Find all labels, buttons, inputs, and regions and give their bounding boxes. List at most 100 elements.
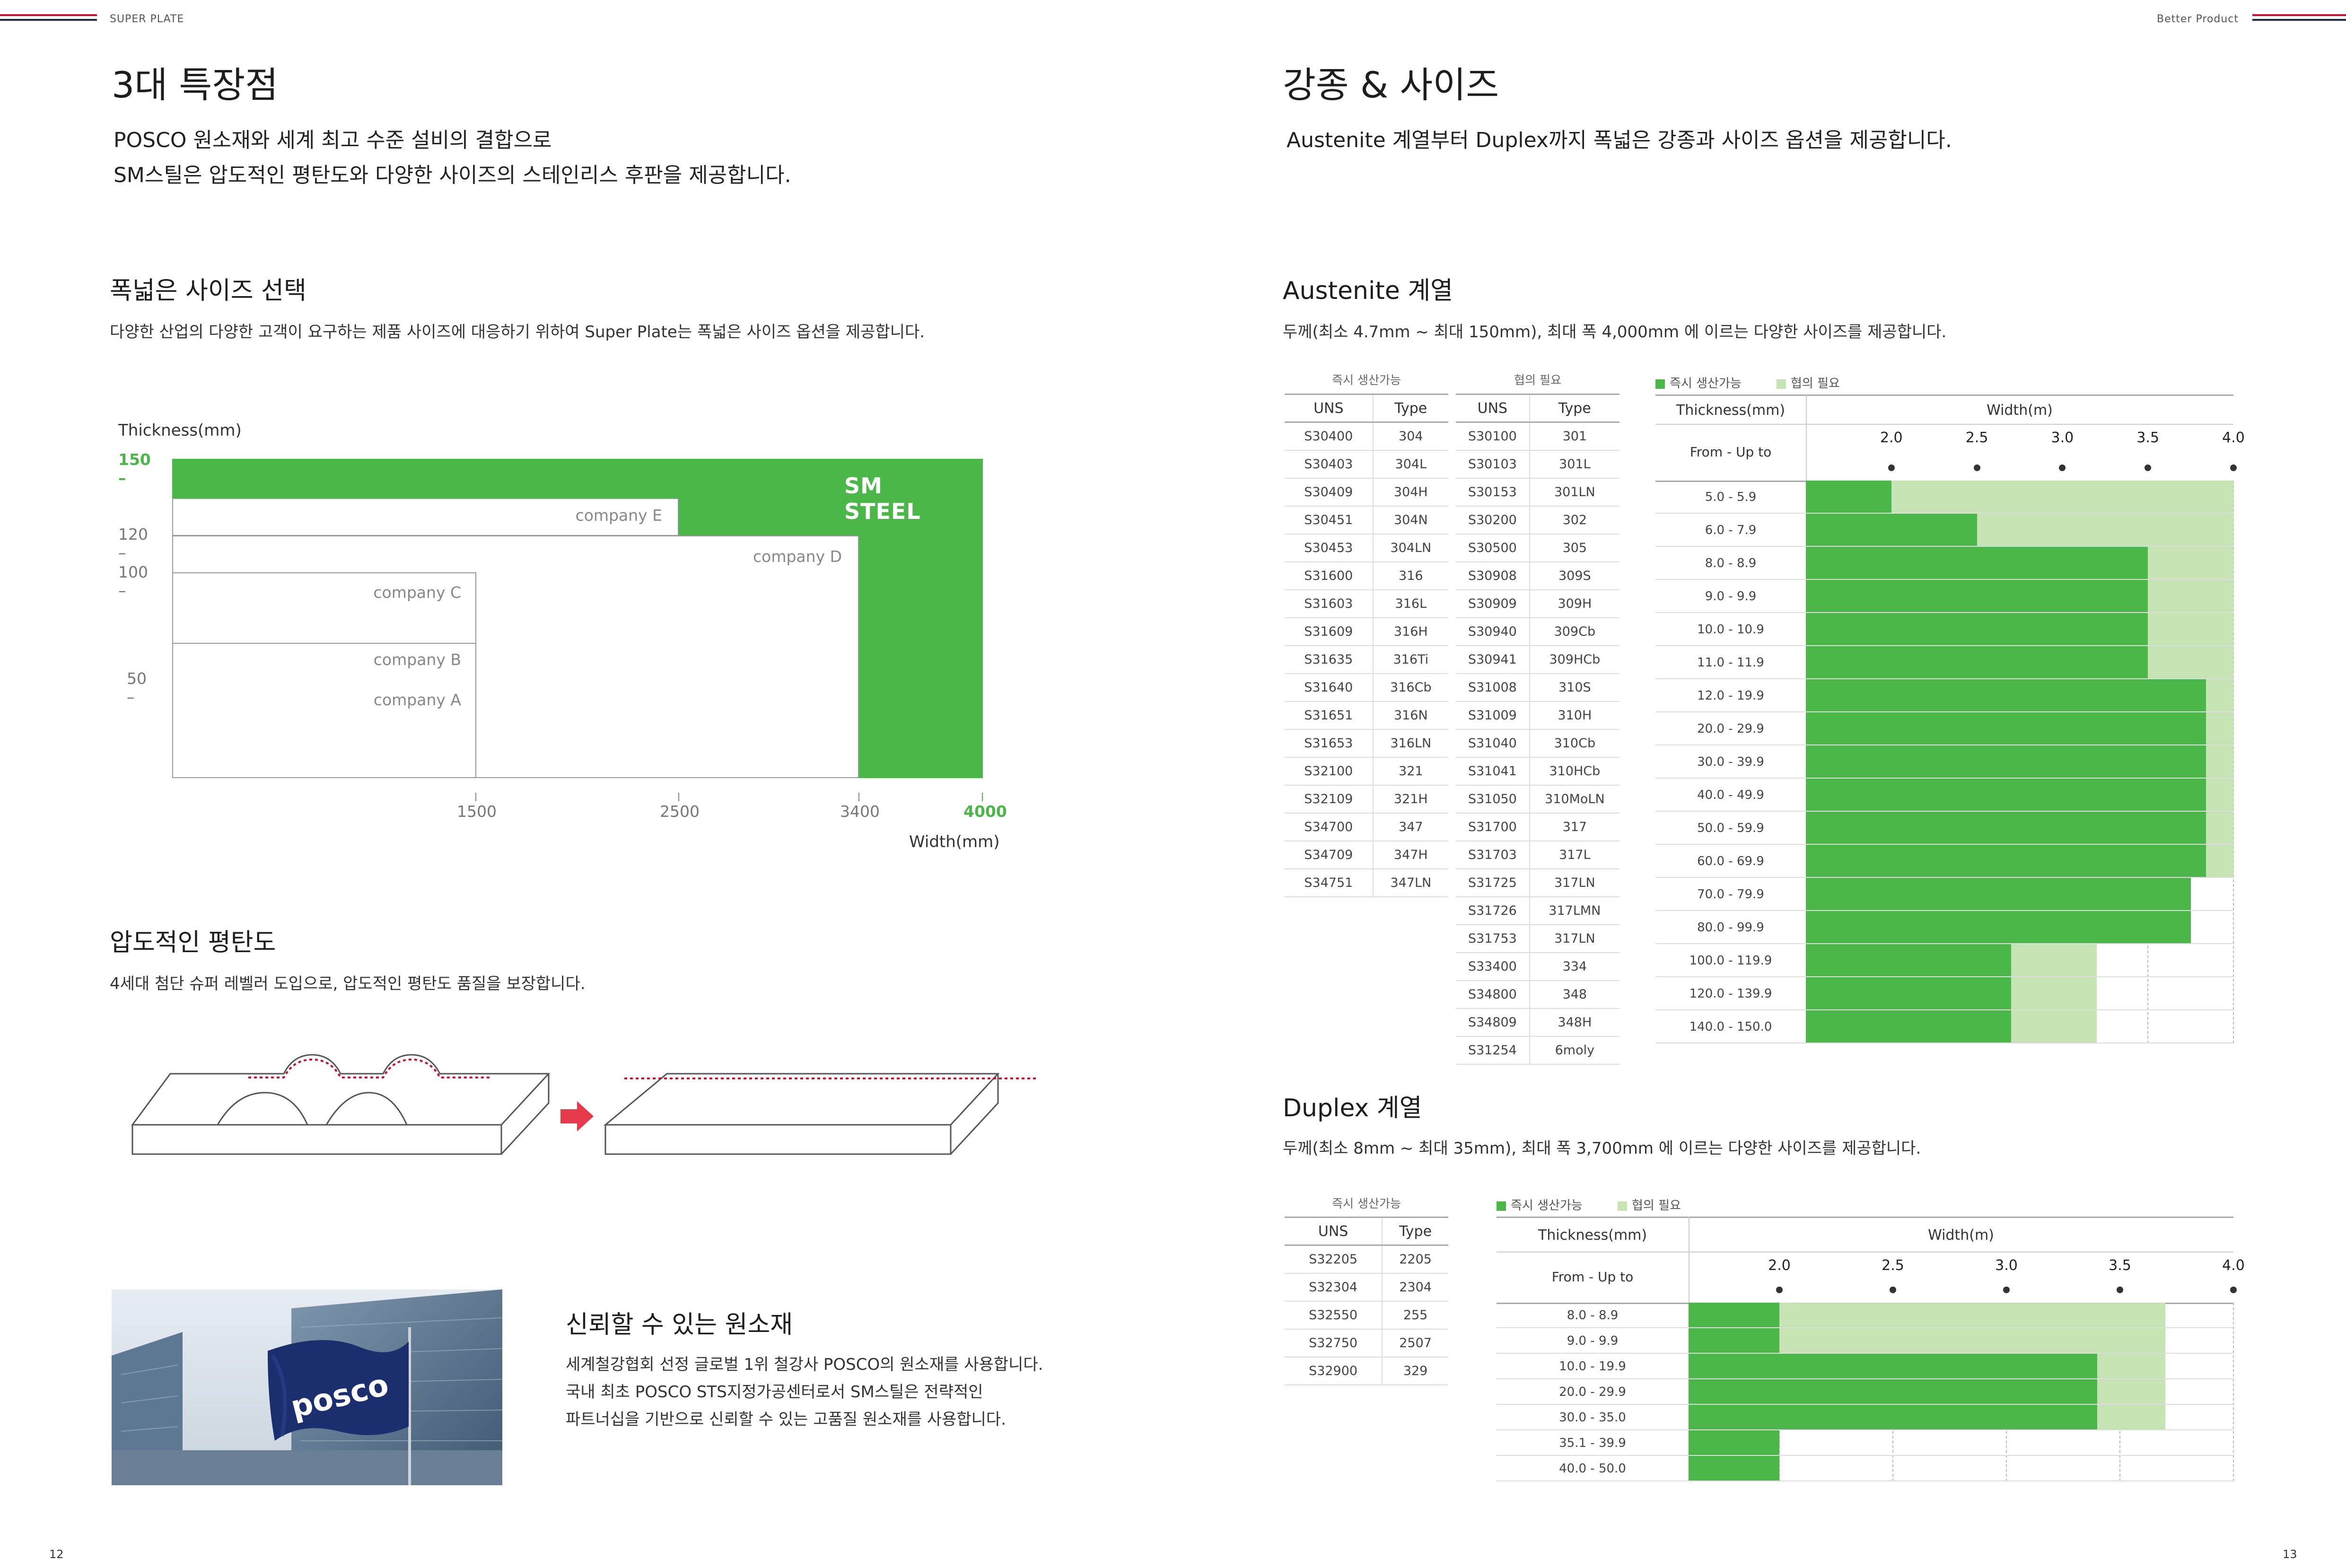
legend-avail-text: 즉시 생산가능 <box>1511 1199 1583 1213</box>
width-tick-dot <box>2003 1287 2010 1293</box>
uns-cell: S30453 <box>1285 534 1374 562</box>
available-cell <box>1806 911 2191 943</box>
uns-cell: S31653 <box>1285 729 1374 758</box>
type-cell: 334 <box>1529 953 1619 981</box>
width-tick-label: 3.0 <box>2051 429 2074 446</box>
type-cell: 6moly <box>1529 1036 1619 1065</box>
trust-line-3: 파트너십을 기반으로 신뢰할 수 있는 고품질 원소재를 사용합니다. <box>566 1410 1007 1429</box>
thickness-range: 9.0 - 9.9 <box>1655 580 1806 613</box>
x-tick-4000: 4000 <box>963 802 1007 821</box>
uns-cell: S31700 <box>1456 813 1530 841</box>
width-grid-line <box>2233 481 2234 1043</box>
type-cell: 309HCb <box>1529 646 1619 674</box>
width-tick-label: 3.0 <box>1995 1257 2018 1274</box>
type-cell: 2205 <box>1382 1245 1448 1274</box>
legend-dark-green-swatch <box>1497 1201 1506 1211</box>
type-cell: 301 <box>1529 422 1619 451</box>
austenite-legend-neg: 협의 필요 <box>1777 374 1840 391</box>
width-tick-label: 2.0 <box>1768 1257 1791 1274</box>
uns-cell: S30100 <box>1456 422 1530 451</box>
legend-light-green-swatch <box>1777 379 1786 389</box>
thickness-range: 6.0 - 7.9 <box>1655 514 1806 547</box>
header-left-label: SUPER PLATE <box>110 13 184 25</box>
row-line <box>1689 1404 2233 1405</box>
uns-cell: S30200 <box>1456 506 1530 534</box>
available-cell <box>1689 1354 2097 1378</box>
available-cell <box>1689 1328 1779 1353</box>
available-cell <box>1806 745 2206 778</box>
uns-cell: S31635 <box>1285 646 1374 674</box>
uns-cell: S32109 <box>1285 785 1374 814</box>
x-tick-2500: 2500 <box>660 802 700 821</box>
uns-cell: S31725 <box>1456 869 1530 897</box>
x-axis-label: Width(mm) <box>909 832 1000 851</box>
y-tick-120: 120 – <box>118 525 148 562</box>
row-line <box>1806 943 2233 944</box>
width-tick-label: 3.5 <box>2109 1257 2131 1274</box>
uns-cell: S31651 <box>1285 701 1374 730</box>
available-cell <box>1806 944 2011 976</box>
available-cell <box>1689 1379 2097 1404</box>
available-cell <box>1806 779 2206 811</box>
width-tick-label: 3.5 <box>2136 429 2160 446</box>
x-tick-mark-1500 <box>475 793 476 801</box>
type-cell: 316Cb <box>1373 674 1448 702</box>
company-b-label: company B <box>373 650 461 669</box>
header-stripe-right-red <box>2252 14 2346 16</box>
row-line <box>1806 645 2233 646</box>
thickness-range: 30.0 - 39.9 <box>1655 745 1806 779</box>
type-cell: 301LN <box>1529 478 1619 507</box>
trust-section-title: 신뢰할 수 있는 원소재 <box>566 1311 793 1339</box>
type-cell: 310HCb <box>1529 757 1619 786</box>
header-right-label: Better Product <box>2157 13 2239 25</box>
type-cell: 317L <box>1529 841 1619 869</box>
uns-cell: S34700 <box>1285 813 1374 841</box>
x-tick-mark-2500 <box>678 793 679 801</box>
uns-cell: S32900 <box>1285 1357 1383 1385</box>
uns-cell: S30941 <box>1456 646 1530 674</box>
header-top-line <box>1497 1217 2233 1218</box>
width-tick-label: 2.5 <box>1882 1257 1904 1274</box>
type-cell: 304N <box>1373 506 1448 534</box>
type-cell: 304LN <box>1373 534 1448 562</box>
company-a-label: company A <box>373 691 461 709</box>
uns-cell: S30500 <box>1456 534 1530 562</box>
type-cell: 305 <box>1529 534 1619 562</box>
x-tick-1500: 1500 <box>457 802 497 821</box>
type-cell: 310H <box>1529 701 1619 730</box>
uns-cell: S31640 <box>1285 674 1374 702</box>
uns-cell: S31041 <box>1456 757 1530 786</box>
company-b-bar <box>172 643 476 679</box>
type-cell: 317LN <box>1529 925 1619 953</box>
posco-flag-photo: posco <box>112 1289 502 1485</box>
thickness-range: 9.0 - 9.9 <box>1497 1328 1689 1354</box>
col-uns: UNS <box>1285 1217 1383 1246</box>
type-cell: 347 <box>1373 813 1448 841</box>
width-tick-dot <box>1888 464 1895 471</box>
uns-cell: S31050 <box>1456 785 1530 814</box>
thickness-range: 120.0 - 139.9 <box>1655 977 1806 1010</box>
type-cell: 321 <box>1373 757 1448 786</box>
flatness-section-title: 압도적인 평탄도 <box>110 929 276 957</box>
type-cell: 301L <box>1529 450 1619 479</box>
type-cell: 347LN <box>1373 869 1448 897</box>
width-tick-label: 4.0 <box>2222 429 2245 446</box>
col-type: Type <box>1382 1217 1448 1246</box>
trust-line-1: 세계철강협회 선정 글로벌 1위 철강사 POSCO의 원소재를 사용합니다. <box>566 1355 1043 1374</box>
type-cell: 304H <box>1373 478 1448 507</box>
width-tick-dot <box>2059 464 2066 471</box>
